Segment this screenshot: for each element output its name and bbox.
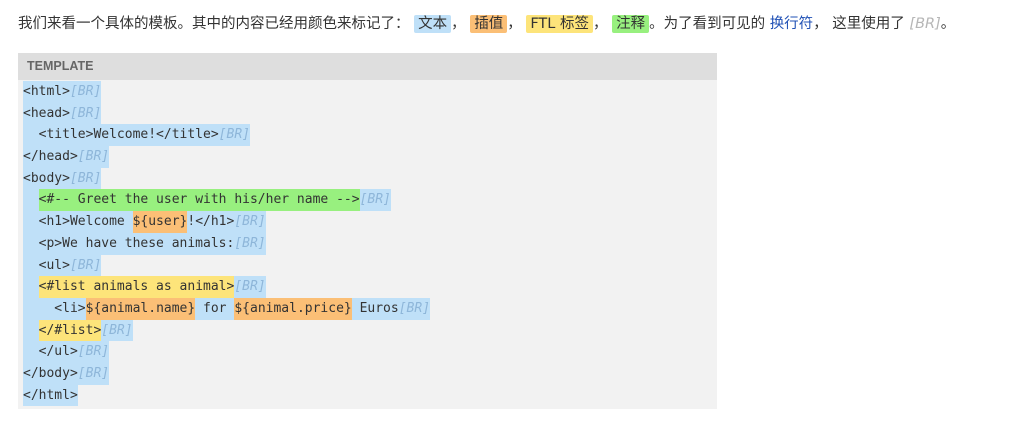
code-text-segment: <title>Welcome!</title> bbox=[23, 124, 219, 147]
code-line: </body>[BR] bbox=[18, 362, 717, 385]
code-text-segment: !</h1> bbox=[187, 211, 235, 233]
code-comment-segment: <#-- Greet the user with his/her name --… bbox=[38, 189, 360, 212]
code-interpolation-segment: ${user} bbox=[132, 211, 188, 233]
code-line: </ul>[BR] bbox=[18, 341, 717, 363]
code-text-segment: <html> bbox=[23, 81, 70, 103]
code-ftl-tag-segment: <#list animals as animal> bbox=[38, 276, 235, 298]
code-br-marker: [BR] bbox=[77, 341, 110, 363]
code-line: <#list animals as animal>[BR] bbox=[18, 276, 717, 298]
code-text-segment: Euros bbox=[351, 297, 399, 320]
code-line: </html> bbox=[18, 384, 717, 407]
code-br-marker: [BR] bbox=[234, 232, 266, 255]
code-text-segment: for bbox=[195, 297, 235, 320]
code-text-segment bbox=[23, 319, 39, 342]
code-text-segment: <h1>Welcome bbox=[23, 211, 133, 233]
code-interpolation-segment: ${animal.name} bbox=[85, 297, 196, 320]
newline-link[interactable]: 换行符 bbox=[769, 16, 814, 32]
code-br-marker: [BR] bbox=[218, 124, 250, 147]
code-br-marker: [BR] bbox=[101, 319, 133, 342]
code-text-segment bbox=[23, 276, 39, 298]
legend-text-chip: 文本 bbox=[414, 15, 452, 33]
code-br-marker: [BR] bbox=[69, 102, 102, 125]
intro-lead: 我们来看一个具体的模板。其中的内容已经用颜色来标记了： bbox=[18, 16, 410, 32]
code-text-segment: <li> bbox=[23, 297, 86, 320]
code-br-marker: [BR] bbox=[69, 167, 102, 190]
intro-mid: 。为了看到可见的 bbox=[649, 16, 766, 32]
code-text-segment: <head> bbox=[23, 102, 70, 125]
code-text-segment: <body> bbox=[23, 167, 70, 190]
code-text-segment: </body> bbox=[23, 362, 78, 385]
legend-interpolation-chip: 插值 bbox=[470, 15, 508, 33]
code-br-marker: [BR] bbox=[77, 362, 110, 385]
code-br-marker: [BR] bbox=[234, 211, 266, 233]
code-text-segment: <ul> bbox=[23, 254, 70, 277]
code-line: <body>[BR] bbox=[18, 167, 717, 190]
template-panel-title: TEMPLATE bbox=[18, 53, 717, 80]
code-line: <head>[BR] bbox=[18, 102, 717, 125]
template-panel: TEMPLATE <html>[BR]<head>[BR] <title>Wel… bbox=[18, 53, 717, 409]
intro-paragraph: 我们来看一个具体的模板。其中的内容已经用颜色来标记了： 文本， 插值， FTL … bbox=[18, 15, 956, 33]
code-line: </#list>[BR] bbox=[18, 319, 717, 342]
code-br-marker: [BR] bbox=[234, 276, 266, 298]
code-text-segment bbox=[23, 189, 39, 212]
code-br-marker: [BR] bbox=[69, 254, 102, 277]
code-br-marker: [BR] bbox=[69, 81, 102, 103]
code-line: <#-- Greet the user with his/her name --… bbox=[18, 189, 717, 212]
code-br-marker: [BR] bbox=[77, 146, 110, 168]
code-text-segment: </head> bbox=[23, 146, 78, 168]
code-line: <ul>[BR] bbox=[18, 254, 717, 277]
code-line: <h1>Welcome ${user}!</h1>[BR] bbox=[18, 211, 717, 233]
code-ftl-tag-segment: </#list> bbox=[38, 319, 102, 342]
legend-ftl-tag-chip: FTL 标签 bbox=[526, 15, 593, 33]
code-br-marker: [BR] bbox=[359, 189, 391, 212]
code-line: <p>We have these animals:[BR] bbox=[18, 232, 717, 255]
code-line: <html>[BR] bbox=[18, 81, 717, 103]
code-interpolation-segment: ${animal.price} bbox=[234, 297, 352, 320]
template-code-block: <html>[BR]<head>[BR] <title>Welcome!</ti… bbox=[18, 80, 717, 407]
code-line: <li>${animal.name} for ${animal.price} E… bbox=[18, 297, 717, 320]
code-line: <title>Welcome!</title>[BR] bbox=[18, 124, 717, 147]
code-line: </head>[BR] bbox=[18, 146, 717, 168]
br-marker-sample: [BR] bbox=[909, 16, 941, 32]
code-br-marker: [BR] bbox=[398, 297, 431, 320]
code-text-segment: </html> bbox=[23, 384, 78, 407]
code-text-segment: <p>We have these animals: bbox=[23, 232, 235, 255]
legend-comment-chip: 注释 bbox=[612, 15, 650, 33]
code-text-segment: </ul> bbox=[23, 341, 78, 363]
intro-tail: ， 这里使用了 bbox=[813, 16, 905, 32]
